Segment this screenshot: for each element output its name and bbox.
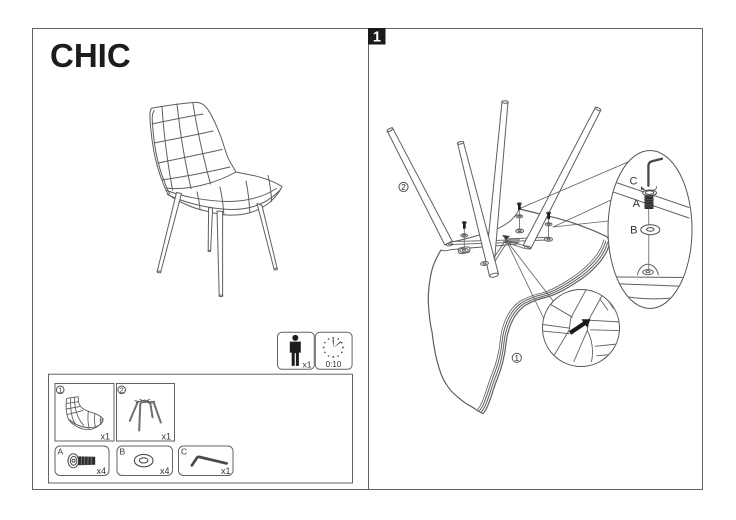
svg-text:CHIC: CHIC	[50, 37, 131, 74]
svg-text:A: A	[633, 198, 641, 210]
svg-text:C: C	[630, 176, 638, 188]
svg-text:A: A	[58, 447, 64, 457]
svg-text:x4: x4	[96, 466, 106, 476]
svg-text:x4: x4	[160, 466, 170, 476]
svg-text:x1: x1	[221, 466, 231, 476]
svg-text:C: C	[181, 447, 187, 457]
svg-text:x1: x1	[100, 431, 110, 441]
svg-text:x1: x1	[161, 431, 171, 441]
svg-text:1: 1	[58, 385, 62, 394]
svg-text:x1: x1	[303, 359, 312, 369]
svg-text:B: B	[120, 447, 126, 457]
svg-text:2: 2	[120, 385, 124, 394]
svg-text:2: 2	[401, 182, 406, 192]
svg-text:B: B	[630, 225, 637, 237]
svg-text:1: 1	[514, 353, 519, 363]
svg-text:0:10: 0:10	[326, 360, 342, 369]
svg-text:1: 1	[373, 30, 381, 46]
